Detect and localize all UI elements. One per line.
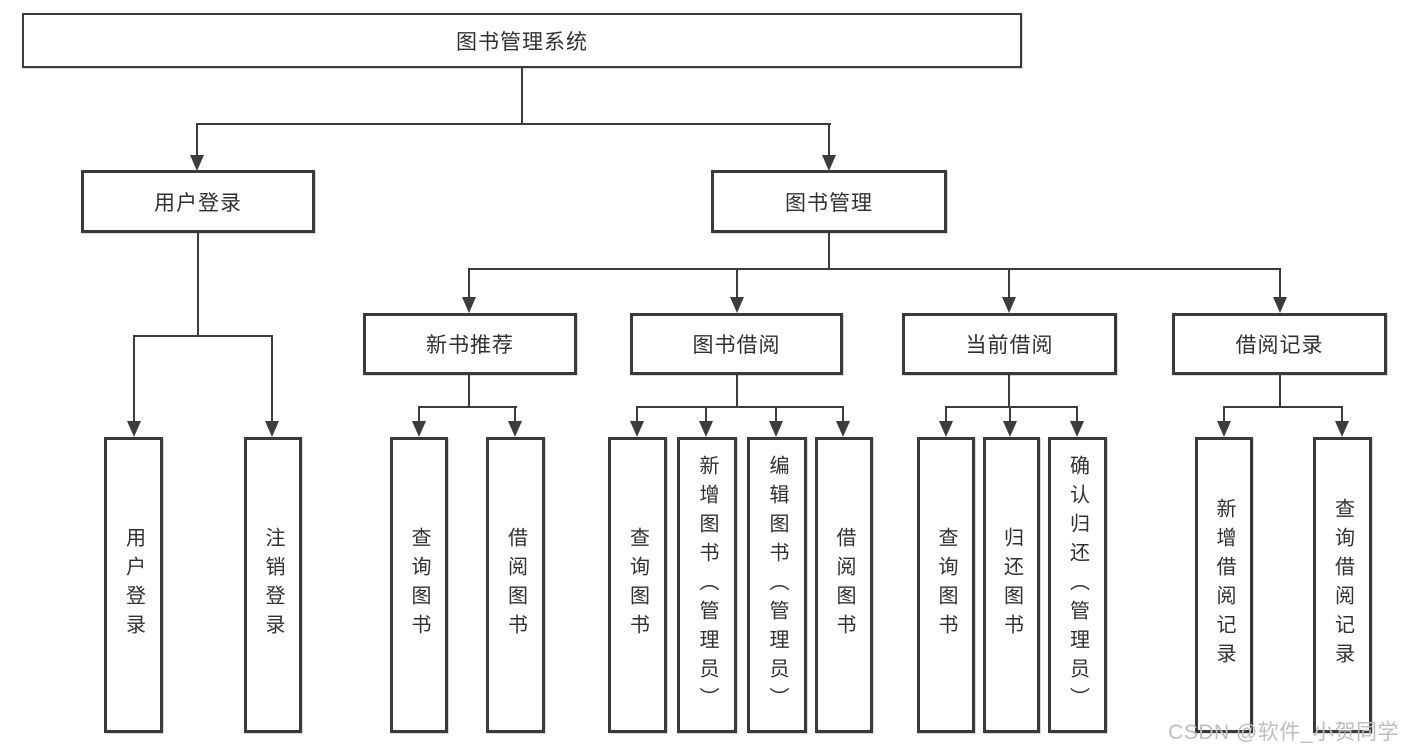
connector-line	[842, 406, 844, 423]
arrowhead-down-icon	[1002, 297, 1016, 313]
connector-line	[1279, 375, 1281, 408]
leaf-cb-query-books-label: 查询图书	[935, 527, 957, 643]
arrowhead-down-icon	[265, 421, 279, 437]
connector-line	[828, 123, 830, 158]
connector-line	[828, 233, 830, 270]
arrowhead-down-icon	[630, 421, 644, 437]
connector-line	[468, 268, 1281, 270]
arrowhead-down-icon	[1003, 421, 1017, 437]
connector-line	[514, 406, 516, 423]
node-current-borrowing: 当前借阅	[902, 313, 1117, 375]
connector-line	[521, 68, 523, 125]
connector-line	[705, 406, 707, 423]
arrowhead-down-icon	[699, 421, 713, 437]
node-borrowing-records-label: 借阅记录	[1235, 334, 1324, 357]
connector-line	[945, 406, 947, 423]
leaf-logout-label: 注销登录	[262, 527, 284, 643]
connector-line	[1009, 406, 1011, 423]
leaf-logout: 注销登录	[244, 437, 302, 733]
connector-line	[197, 233, 199, 337]
leaf-bb-edit-books-label: 编辑图书（管理员）	[766, 454, 788, 716]
leaf-br-query-record: 查询借阅记录	[1313, 437, 1372, 733]
arrowhead-down-icon	[1070, 421, 1084, 437]
node-borrowing-records: 借阅记录	[1172, 313, 1387, 375]
connector-line	[736, 268, 738, 299]
connector-line	[1223, 406, 1343, 408]
leaf-bb-borrow-books: 借阅图书	[815, 437, 873, 733]
leaf-bb-query-books-label: 查询图书	[626, 527, 649, 643]
node-current-borrowing-label: 当前借阅	[965, 334, 1054, 357]
leaf-bb-add-books-label: 新增图书（管理员）	[696, 454, 718, 716]
watermark: CSDN @软件_小贺同学	[1168, 721, 1399, 744]
leaf-bb-query-books: 查询图书	[608, 437, 667, 733]
leaf-br-query-record-label: 查询借阅记录	[1331, 498, 1354, 672]
node-root: 图书管理系统	[22, 13, 1022, 68]
connector-line	[196, 123, 198, 158]
connector-line	[1223, 406, 1225, 423]
connector-line	[418, 406, 420, 423]
leaf-br-add-record: 新增借阅记录	[1195, 437, 1253, 733]
connector-line	[1008, 375, 1010, 408]
node-book-borrowing-label: 图书借阅	[692, 334, 781, 357]
arrowhead-down-icon	[127, 421, 141, 437]
connector-line	[1076, 406, 1078, 423]
leaf-nb-query-books-label: 查询图书	[408, 527, 430, 643]
connector-line	[468, 268, 470, 299]
arrowhead-down-icon	[1335, 421, 1349, 437]
node-root-label: 图书管理系统	[456, 30, 588, 54]
connector-line	[133, 335, 135, 423]
connector-line	[418, 406, 517, 408]
leaf-bb-add-books: 新增图书（管理员）	[677, 437, 737, 733]
connector-line	[133, 335, 273, 337]
connector-line	[945, 406, 1078, 408]
arrowhead-down-icon	[190, 155, 204, 171]
arrowhead-down-icon	[1273, 297, 1287, 313]
arrowhead-down-icon	[836, 421, 850, 437]
arrowhead-down-icon	[1217, 421, 1231, 437]
arrowhead-down-icon	[769, 421, 783, 437]
arrowhead-down-icon	[822, 155, 836, 171]
leaf-cb-confirm-return: 确认归还（管理员）	[1048, 437, 1107, 733]
connector-line	[1008, 268, 1010, 299]
leaf-bb-borrow-books-label: 借阅图书	[833, 527, 855, 643]
leaf-nb-query-books: 查询图书	[390, 437, 448, 733]
leaf-cb-query-books: 查询图书	[917, 437, 975, 733]
leaf-cb-return-books-label: 归还图书	[1000, 527, 1023, 643]
connector-line	[775, 406, 777, 423]
connector-line	[1279, 268, 1281, 299]
leaf-bb-edit-books: 编辑图书（管理员）	[747, 437, 807, 733]
leaf-cb-confirm-return-label: 确认归还（管理员）	[1066, 454, 1089, 716]
leaf-cb-return-books: 归还图书	[983, 437, 1040, 733]
node-user-login-label: 用户登录	[154, 191, 242, 215]
connector-line	[271, 335, 273, 423]
arrowhead-down-icon	[412, 421, 426, 437]
node-book-management: 图书管理	[711, 170, 947, 233]
node-new-book-recommend-label: 新书推荐	[426, 334, 514, 357]
node-book-borrowing: 图书借阅	[630, 313, 843, 375]
connector-line	[736, 375, 738, 408]
node-book-management-label: 图书管理	[785, 191, 873, 215]
connector-line	[636, 406, 638, 423]
connector-line	[1341, 406, 1343, 423]
connector-line	[468, 375, 470, 408]
arrowhead-down-icon	[730, 297, 744, 313]
leaf-user-login-label: 用户登录	[122, 527, 145, 643]
arrowhead-down-icon	[939, 421, 953, 437]
leaf-nb-borrow-books: 借阅图书	[486, 437, 545, 733]
arrowhead-down-icon	[462, 297, 476, 313]
leaf-nb-borrow-books-label: 借阅图书	[504, 527, 527, 643]
connector-line	[636, 406, 844, 408]
arrowhead-down-icon	[508, 421, 522, 437]
leaf-user-login: 用户登录	[104, 437, 163, 733]
connector-line	[196, 123, 831, 125]
node-user-login: 用户登录	[81, 170, 315, 233]
leaf-br-add-record-label: 新增借阅记录	[1213, 498, 1235, 672]
node-new-book-recommend: 新书推荐	[363, 313, 577, 375]
